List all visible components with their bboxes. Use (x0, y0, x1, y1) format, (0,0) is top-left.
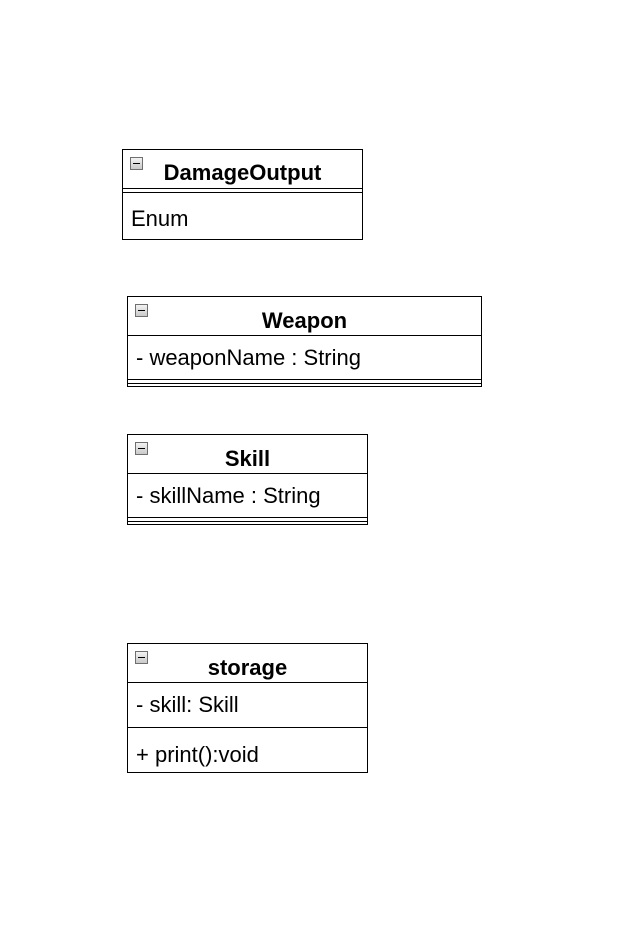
collapse-minus-icon[interactable] (135, 651, 148, 664)
operations-separator (128, 379, 481, 384)
class-header: Skill (128, 435, 367, 473)
attributes-section: - skillName : String (128, 473, 367, 517)
operations-section: + print():void (128, 727, 367, 772)
class-name: DamageOutput (163, 160, 322, 185)
class-name: storage (207, 655, 288, 680)
class-skill[interactable]: Skill - skillName : String (127, 434, 368, 525)
operation: + print():void (136, 742, 259, 767)
attributes-section: - skill: Skill (128, 682, 367, 727)
class-weapon[interactable]: Weapon - weaponName : String (127, 296, 482, 387)
class-name: Skill (224, 446, 271, 471)
separator (123, 188, 362, 193)
class-body: Enum (131, 206, 189, 231)
collapse-minus-icon[interactable] (135, 442, 148, 455)
collapse-minus-icon[interactable] (130, 157, 143, 170)
attribute: - skillName : String (136, 483, 321, 508)
class-header: DamageOutput (123, 150, 362, 188)
operations-separator (128, 517, 367, 522)
attributes-section: - weaponName : String (128, 335, 481, 379)
class-damage-output[interactable]: DamageOutput Enum (122, 149, 363, 240)
class-header: storage (128, 644, 367, 682)
class-storage[interactable]: storage - skill: Skill + print():void (127, 643, 368, 773)
collapse-minus-icon[interactable] (135, 304, 148, 317)
attribute: - skill: Skill (136, 692, 239, 717)
attribute: - weaponName : String (136, 345, 361, 370)
class-header: Weapon (128, 297, 481, 335)
class-name: Weapon (261, 308, 348, 333)
